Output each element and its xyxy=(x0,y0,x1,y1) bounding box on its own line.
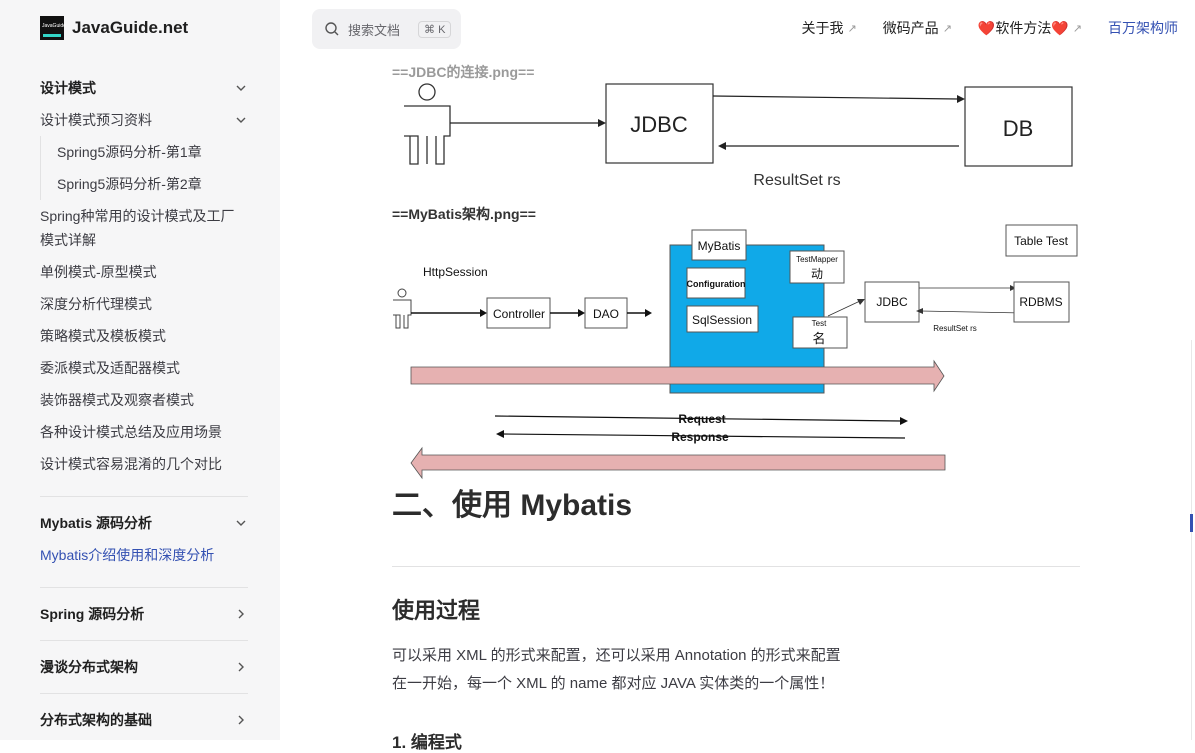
topnav-products[interactable]: 微码产品↗ xyxy=(882,20,952,36)
external-link-icon: ↗ xyxy=(1072,22,1082,35)
external-link-icon: ↗ xyxy=(942,22,952,35)
site-logo[interactable]: JavaGuide JavaGuide.net xyxy=(40,16,188,40)
sidebar-group-distributed-basics[interactable]: 分布式架构的基础 xyxy=(40,704,248,736)
mybatis-label: MyBatis xyxy=(698,239,741,253)
sidebar-nav: 设计模式 设计模式预习资料 Spring5源码分析-第1章 Spring5源码分… xyxy=(40,72,248,736)
tabletest-label: Table Test xyxy=(1014,234,1068,248)
response-label: Response xyxy=(671,430,729,444)
sidebar-divider xyxy=(40,693,248,694)
search-shortcut: ⌘ K xyxy=(418,20,452,38)
resultset2-label: ResultSet rs xyxy=(933,324,977,333)
request-label: Request xyxy=(678,412,725,426)
controller-label: Controller xyxy=(493,307,545,321)
sidebar-item-singleton[interactable]: 单例模式-原型模式 xyxy=(40,264,157,280)
db-box xyxy=(964,86,1073,167)
sidebar: JavaGuide JavaGuide.net 设计模式 设计模式预习资料 Sp… xyxy=(0,0,280,740)
scrollbar-track[interactable] xyxy=(1191,340,1192,740)
sidebar-item-factory[interactable]: Spring种常用的设计模式及工厂模式详解 xyxy=(40,208,235,248)
sidebar-item-compare[interactable]: 设计模式容易混淆的几个对比 xyxy=(40,456,222,472)
chevron-down-icon[interactable] xyxy=(234,81,248,95)
person-icon xyxy=(404,83,451,165)
sidebar-divider xyxy=(40,496,248,497)
search-icon xyxy=(325,22,339,36)
test-label: Test xyxy=(812,319,827,328)
paragraph: 可以采用 XML 的形式来配置，还可以采用 Annotation 的形式来配置 … xyxy=(392,647,841,692)
sidebar-item-mybatis-intro[interactable]: Mybatis介绍使用和深度分析 xyxy=(40,547,215,563)
resultset-label: ResultSet rs xyxy=(753,172,840,189)
testmapper-sub: 动 xyxy=(811,267,823,281)
sidebar-item-summary[interactable]: 各种设计模式总结及应用场景 xyxy=(40,424,222,440)
section-heading-use-mybatis: 二、使用 Mybatis xyxy=(392,489,633,522)
topnav-method[interactable]: ❤️软件方法❤️↗ xyxy=(977,20,1082,36)
testmapper-label: TestMapper xyxy=(796,255,838,264)
sidebar-divider xyxy=(40,640,248,641)
httpsession-label: HttpSession xyxy=(423,265,488,279)
sidebar-item-strategy[interactable]: 策略模式及模板模式 xyxy=(40,328,166,344)
configuration-label: Configuration xyxy=(687,279,746,289)
sidebar-group-mybatis[interactable]: Mybatis 源码分析 xyxy=(40,507,248,539)
external-link-icon: ↗ xyxy=(847,22,857,35)
sidebar-group-spring[interactable]: Spring 源码分析 xyxy=(40,598,248,630)
topnav-about[interactable]: 关于我↗ xyxy=(801,20,857,36)
subheading-usage-process: 使用过程 xyxy=(392,598,481,623)
image-caption-jdbc: ==JDBC的连接.png== xyxy=(392,64,535,80)
scrollbar-thumb[interactable] xyxy=(1190,514,1193,532)
chevron-down-icon[interactable] xyxy=(234,516,248,530)
sidebar-item-preview[interactable]: 设计模式预习资料 xyxy=(40,104,248,136)
sidebar-item-design-patterns[interactable]: 设计模式 xyxy=(40,72,248,104)
image-caption-mybatis: ==MyBatis架构.png== xyxy=(392,206,536,222)
chevron-down-icon[interactable] xyxy=(234,113,248,127)
sidebar-item-spring5-ch1[interactable]: Spring5源码分析-第1章 xyxy=(40,136,248,168)
sidebar-item-delegate[interactable]: 委派模式及适配器模式 xyxy=(40,360,180,376)
search-label: 搜索文档 xyxy=(348,22,401,38)
logo-icon: JavaGuide xyxy=(40,16,66,40)
chevron-right-icon[interactable] xyxy=(234,607,248,621)
sidebar-group-distributed[interactable]: 漫谈分布式架构 xyxy=(40,651,248,683)
forward-flow-arrow xyxy=(410,359,945,393)
topnav-architect[interactable]: 百万架构师 xyxy=(1108,20,1178,36)
sidebar-item-proxy[interactable]: 深度分析代理模式 xyxy=(40,296,152,312)
jdbc-box xyxy=(605,83,714,164)
top-nav: 关于我↗ 微码产品↗ ❤️软件方法❤️↗ 百万架构师 xyxy=(775,18,1178,38)
mybatis-architecture-diagram: MyBatis Configuration SqlSession TestMap… xyxy=(393,224,1078,480)
subheading-programmatic: 1. 编程式 xyxy=(392,733,462,752)
jdbc-label: JDBC xyxy=(630,112,688,137)
sidebar-item-spring5-ch2[interactable]: Spring5源码分析-第2章 xyxy=(40,168,248,200)
test-sub: 名 xyxy=(812,331,825,347)
return-flow-arrow xyxy=(410,446,946,480)
sidebar-divider xyxy=(40,587,248,588)
rdbms-label: RDBMS xyxy=(1019,295,1062,309)
jdbc-connection-diagram: JDBC DB ResultSet rs xyxy=(404,83,1073,189)
search-button[interactable]: 搜索文档 ⌘ K xyxy=(312,9,461,49)
db-label: DB xyxy=(1003,116,1034,141)
sqlsession-label: SqlSession xyxy=(692,313,752,327)
person-icon xyxy=(393,288,412,329)
section-divider xyxy=(392,566,1080,567)
site-title: JavaGuide.net xyxy=(72,18,189,37)
chevron-right-icon[interactable] xyxy=(234,660,248,674)
sidebar-item-decorator[interactable]: 装饰器模式及观察者模式 xyxy=(40,392,194,408)
chevron-right-icon[interactable] xyxy=(234,713,248,727)
jdbc2-label: JDBC xyxy=(876,295,908,309)
dao-label: DAO xyxy=(593,307,619,321)
